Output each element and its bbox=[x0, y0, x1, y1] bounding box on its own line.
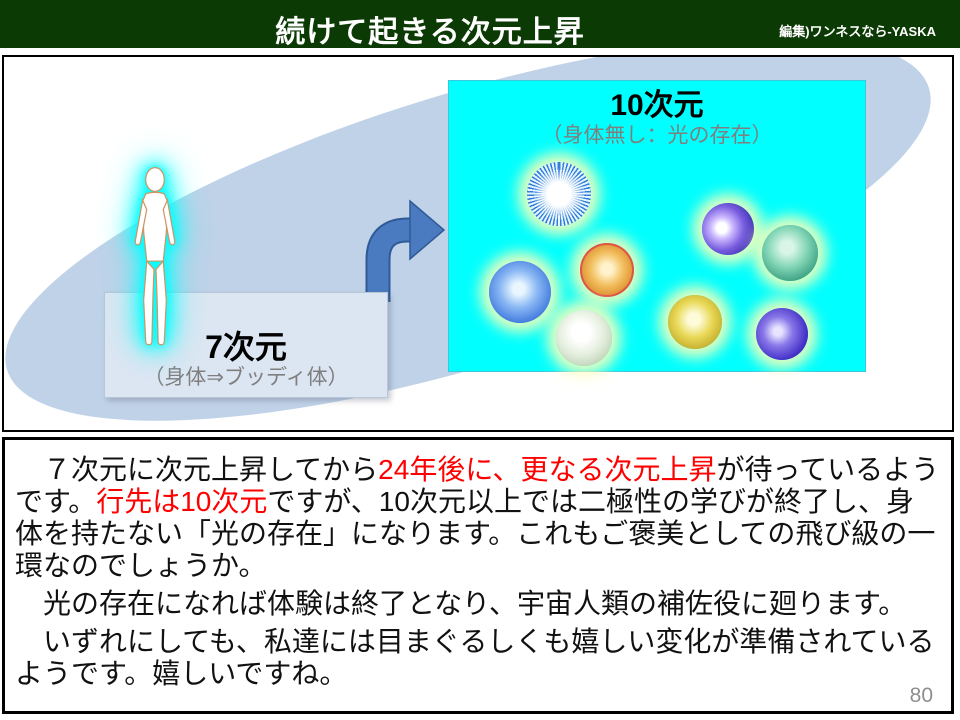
blue-electric-orb bbox=[489, 261, 551, 323]
credit-text: 編集)ワンネスなら-YASKA bbox=[779, 24, 936, 39]
dimension-10-subtitle: （身体無し：光の存在） bbox=[541, 124, 773, 147]
dimension-7-title: 7次元 bbox=[205, 329, 287, 365]
starburst-white-blue-orb bbox=[527, 162, 591, 226]
paragraph-3: いずれにしても、私達には目まぐるしくも嬉しい変化が準備されているようです。嬉しい… bbox=[15, 626, 935, 689]
indigo-orb bbox=[756, 308, 808, 360]
yellow-olive-orb bbox=[668, 295, 722, 349]
human-figure-svg bbox=[134, 167, 176, 346]
text-run: ７次元に次元上昇してから bbox=[15, 454, 379, 485]
slide-title: 続けて起きる次元上昇 bbox=[275, 16, 585, 49]
text-run: ですが、10次元以上では二極性の学びが終了し、身体を持たない「光の存在」になりま… bbox=[15, 486, 936, 581]
body-text-panel: ７次元に次元上昇してから24年後に、更なる次元上昇が待っているようです。行先は1… bbox=[2, 437, 954, 714]
text-run-highlight: 行先は10次元 bbox=[96, 486, 268, 517]
dimension-10-title: 10次元 bbox=[610, 89, 704, 122]
glowing-human-figure bbox=[123, 166, 187, 357]
dimension-10-box: 10次元 （身体無し：光の存在） bbox=[448, 80, 866, 372]
diagram-panel: 7次元 （身体⇒ブッディ体） 10次元 （身体無し：光の存在） bbox=[2, 55, 954, 432]
text-run-highlight: 24年後に、更なる次元上昇 bbox=[378, 454, 717, 485]
paragraph-1: ７次元に次元上昇してから24年後に、更なる次元上昇が待っているようです。行先は1… bbox=[15, 454, 941, 582]
dimension-7-subtitle: （身体⇒ブッディ体） bbox=[143, 366, 349, 389]
orange-red-rim-orb bbox=[580, 243, 634, 297]
page-number: 80 bbox=[909, 684, 933, 707]
text-run: が待っているようです。 bbox=[15, 454, 940, 517]
paragraph-2: 光の存在になれば体験は終了となり、宇宙人類の補佐役に廻ります。 bbox=[15, 588, 907, 619]
purple-flare-orb bbox=[702, 203, 754, 255]
header-bar: 続けて起きる次元上昇 編集)ワンネスなら-YASKA bbox=[0, 0, 960, 49]
teal-textured-orb bbox=[762, 225, 818, 281]
curved-up-right-arrow-icon bbox=[365, 199, 446, 302]
pale-green-translucent-orb bbox=[556, 310, 612, 366]
